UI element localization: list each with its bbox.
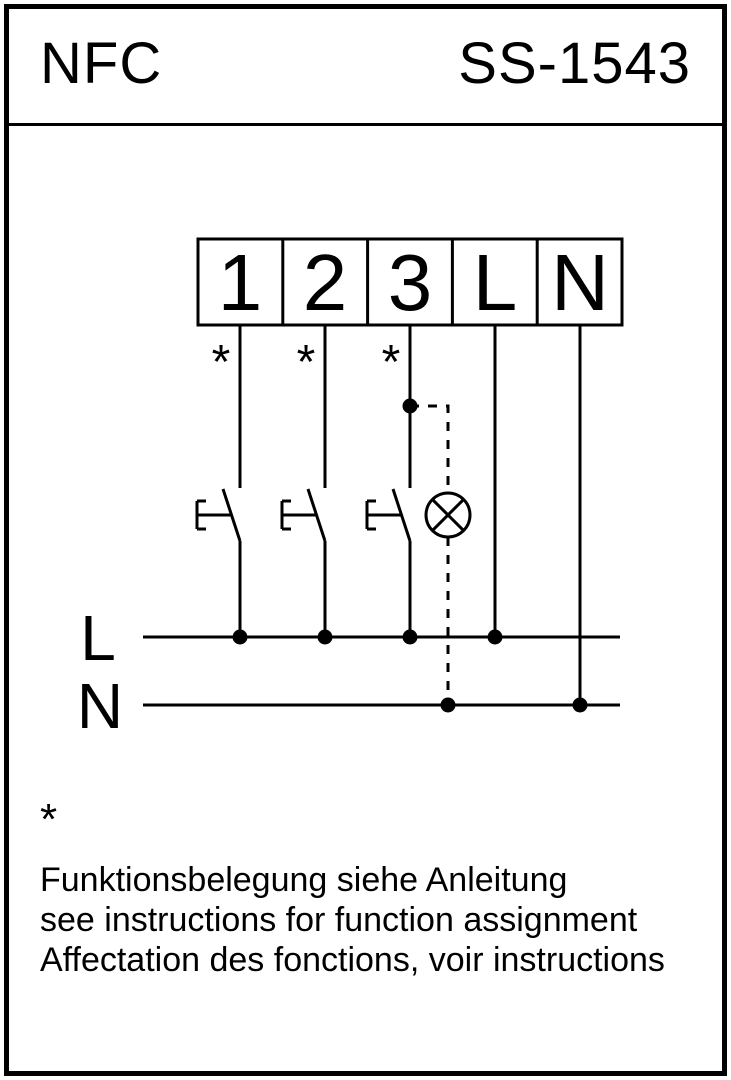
neutral-bus-label: N: [77, 670, 123, 742]
terminal-label-1: 1: [218, 238, 263, 327]
terminal-label-3: 3: [388, 238, 433, 327]
junction-dot-live: [317, 629, 333, 645]
lamp-branch-upper-dashed: [410, 404, 450, 493]
lamp-icon: [424, 491, 472, 539]
header: NFC SS-1543: [40, 32, 691, 96]
terminal-asterisk-3: *: [382, 336, 401, 389]
junction-dot-live: [232, 629, 248, 645]
junction-dots: [232, 398, 588, 713]
circuit-terminal-2: [280, 325, 327, 637]
footnote-line-de: Funktionsbelegung siehe Anleitung: [40, 861, 568, 899]
brand-label: NFC: [40, 31, 163, 96]
junction-dot-live: [487, 629, 503, 645]
terminal-asterisk-1: *: [212, 336, 231, 389]
footnote-marker: *: [40, 795, 58, 844]
header-divider: [4, 123, 727, 126]
switch-blade: [391, 488, 412, 542]
terminal-label-L: L: [473, 238, 518, 327]
lamp-cross-line: [431, 498, 465, 532]
push-button-switch-icon: [280, 488, 327, 542]
live-bus-label: L: [80, 602, 116, 674]
push-button-switch-icon: [195, 488, 242, 542]
push-button-switch-icon: [365, 488, 412, 542]
junction-dot-lamp-tap: [402, 398, 418, 414]
circuit-terminal-1: [195, 325, 242, 637]
lamp-branch: [410, 404, 450, 705]
junction-dot-neutral: [440, 697, 456, 713]
junction-dot-live: [402, 629, 418, 645]
footnote-line-en: see instructions for function assignment: [40, 901, 638, 939]
footnote-line-fr: Affectation des fonctions, voir instruct…: [40, 941, 665, 979]
footnote: Funktionsbelegung siehe Anleitung see in…: [40, 860, 665, 980]
junction-dot-neutral: [572, 697, 588, 713]
terminal-label-2: 2: [303, 238, 348, 327]
terminal-label-N: N: [551, 238, 609, 327]
terminal-asterisk-2: *: [297, 336, 316, 389]
switch-blade: [221, 488, 242, 542]
switch-blade: [306, 488, 327, 542]
model-label: SS-1543: [458, 31, 691, 96]
